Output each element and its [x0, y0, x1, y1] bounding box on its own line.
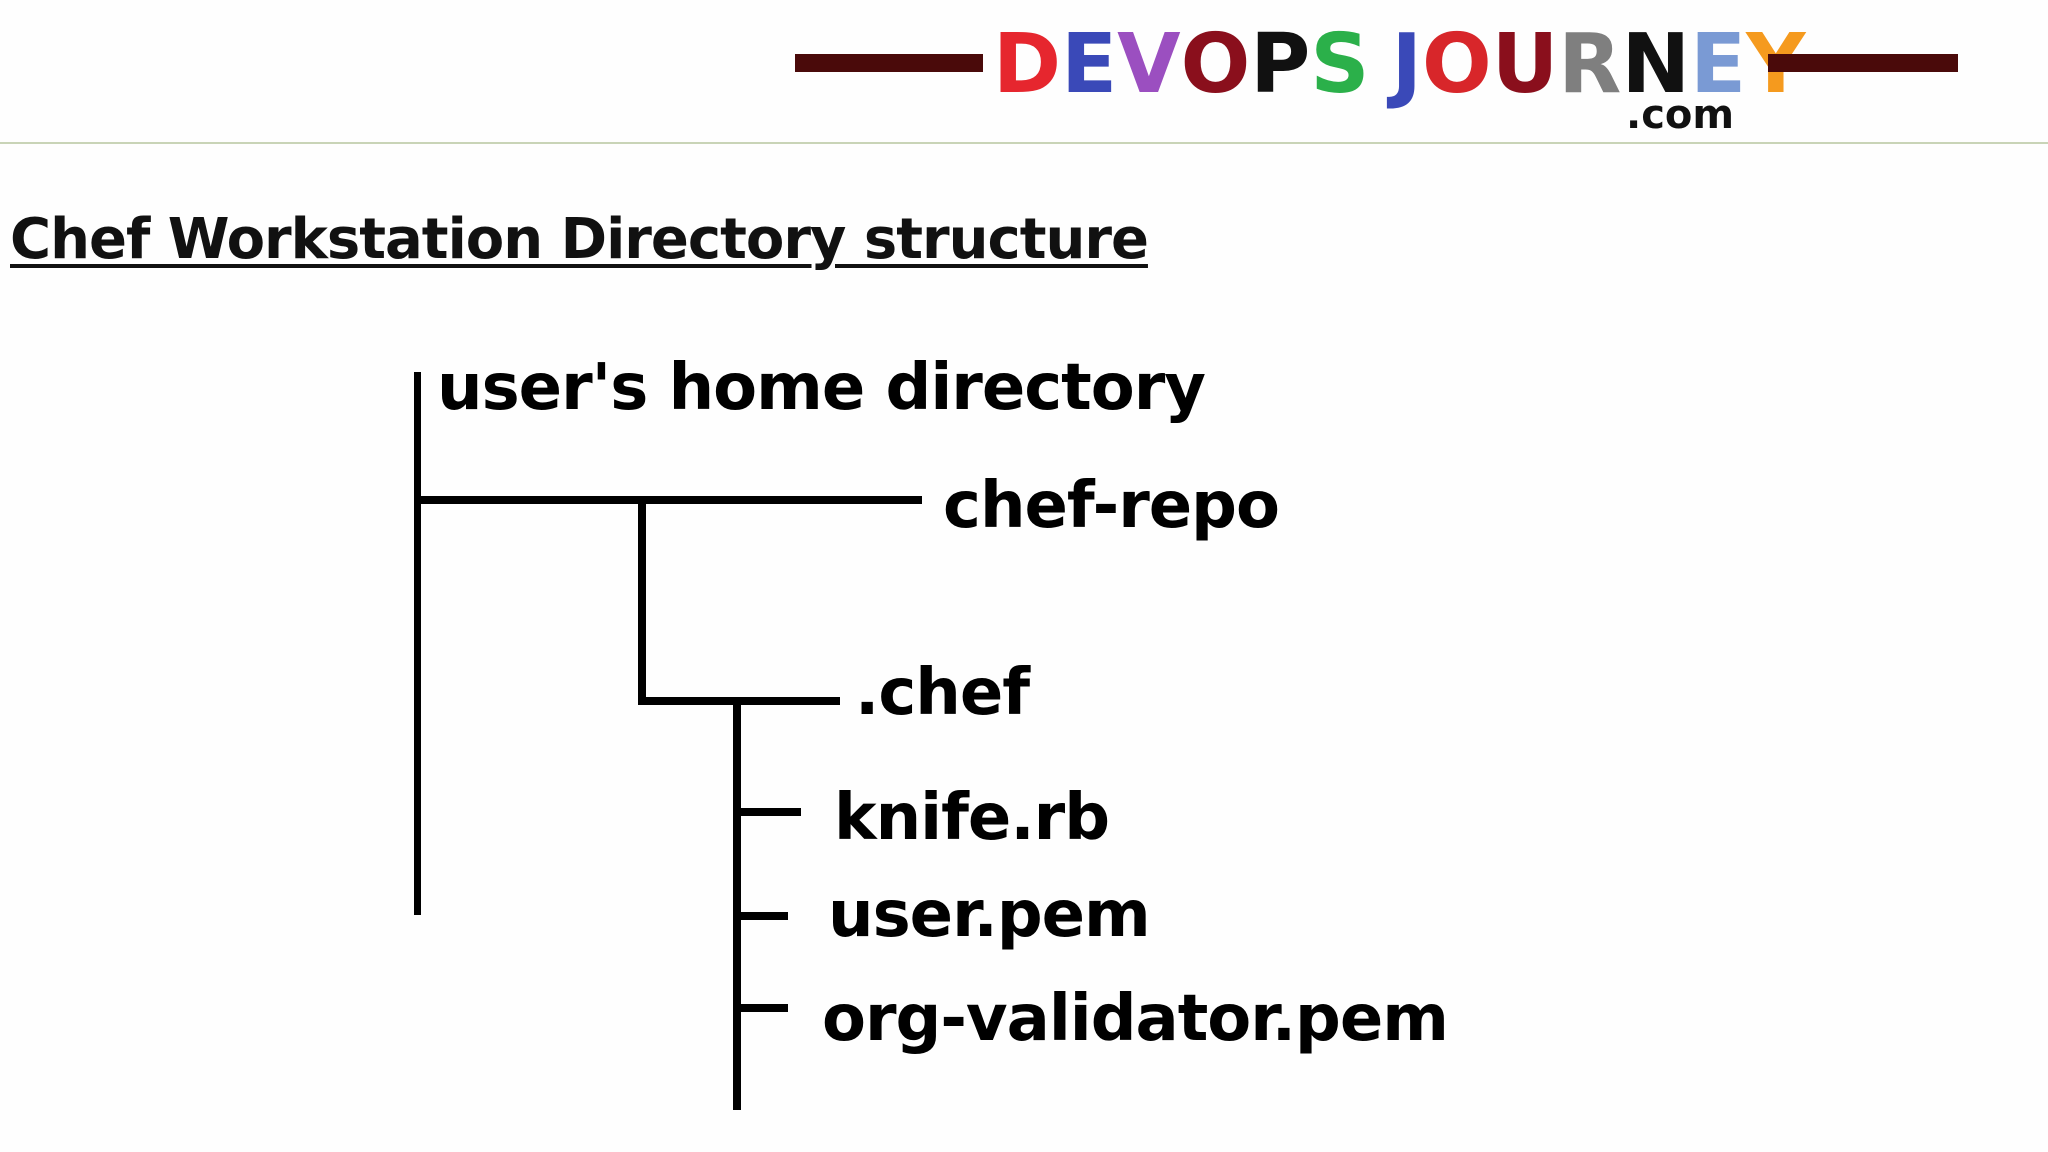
logo-letter: O [1180, 17, 1251, 112]
logo-letter: D [993, 17, 1062, 112]
tree-line-chef-repo [414, 496, 922, 504]
tree-node-dot-chef: .chef [855, 656, 1030, 730]
logo-letter: P [1250, 17, 1311, 112]
logo-letter: O [1421, 17, 1492, 112]
tree-node-file: org-validator.pem [822, 982, 1449, 1056]
tree-node-chef-repo: chef-repo [943, 469, 1280, 543]
tree-line-root-vertical [414, 372, 421, 915]
header: DEVOPSJOURNEY .com [0, 0, 2048, 144]
header-divider [0, 142, 2048, 144]
tree-line-file-3 [733, 1004, 788, 1012]
logo-domain: .com [1626, 92, 1735, 138]
logo-letter: N [1621, 17, 1691, 112]
tree-line-file-1 [733, 808, 801, 816]
tree-node-file: knife.rb [834, 781, 1110, 855]
logo-letter: S [1310, 17, 1370, 112]
logo-letter: U [1491, 17, 1559, 112]
tree-node-root: user's home directory [437, 351, 1206, 425]
tree-line-dot-chef-vertical [733, 697, 741, 1110]
logo: DEVOPSJOURNEY [993, 20, 1805, 110]
logo-letter: J [1391, 17, 1422, 112]
tree-line-chef-repo-vertical [638, 496, 646, 705]
page-title: Chef Workstation Directory structure [10, 207, 1149, 272]
logo-letter: E [1061, 17, 1118, 112]
logo-letter: V [1117, 17, 1181, 112]
logo-letter: R [1558, 17, 1622, 112]
logo-bar-right [1768, 54, 1958, 72]
logo-letter: E [1690, 17, 1747, 112]
logo-bar-left [795, 54, 983, 72]
tree-node-file: user.pem [828, 878, 1151, 952]
tree-line-file-2 [733, 912, 788, 920]
